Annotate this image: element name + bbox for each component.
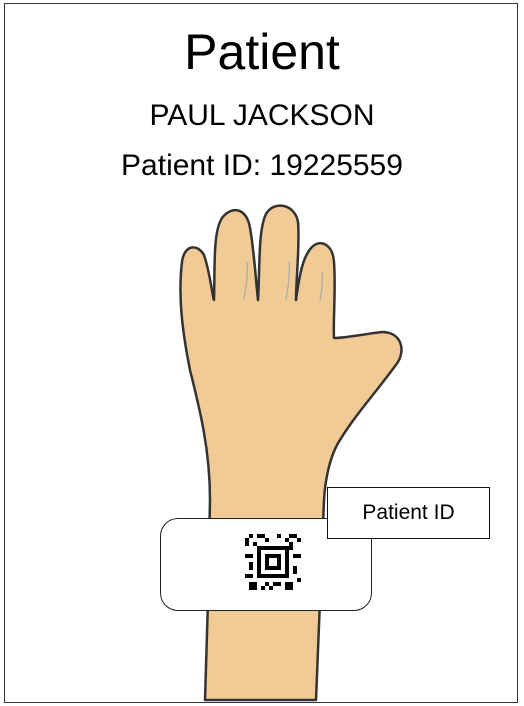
hand-shape bbox=[180, 206, 401, 700]
qr-code-icon bbox=[245, 534, 301, 590]
patient-id-tag: Patient ID bbox=[327, 487, 490, 539]
